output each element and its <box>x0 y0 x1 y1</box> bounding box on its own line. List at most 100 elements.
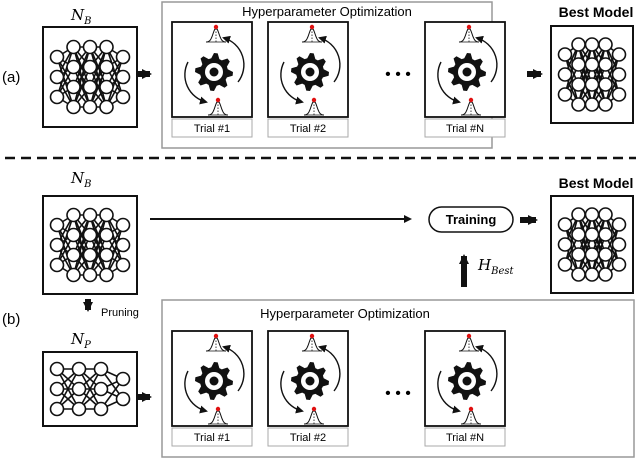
network-node <box>598 97 613 112</box>
network-node <box>584 207 600 222</box>
panel-b-network-label: NB <box>70 169 91 190</box>
network-node <box>611 257 627 272</box>
network-node <box>99 267 114 283</box>
network-edge <box>591 44 607 105</box>
panel-b: (b) NB Training HBest Best Model Pruning… <box>2 169 635 458</box>
network-edge <box>591 214 607 275</box>
network-edge <box>72 214 91 276</box>
network-node <box>49 237 65 253</box>
network-node <box>571 227 586 242</box>
sample-marker <box>468 97 474 103</box>
sample-marker <box>215 97 221 103</box>
cycle-arrow-left-icon <box>280 61 304 105</box>
network-node <box>611 237 627 252</box>
cycle-arrow-right-icon <box>222 344 245 392</box>
gear-hub <box>209 67 219 77</box>
panel-a-best-title: Best Model <box>559 4 634 20</box>
network-node <box>71 361 87 377</box>
cycle-arrow-left-icon <box>184 370 208 414</box>
network-node <box>557 237 573 252</box>
network-node <box>584 77 600 92</box>
network-node <box>598 207 613 222</box>
network-node <box>71 401 87 417</box>
network-node <box>99 59 114 75</box>
network-edge <box>564 214 580 265</box>
network-node <box>557 217 573 232</box>
panel-b-trial-1: Trial #1 <box>171 330 253 447</box>
training-box <box>428 206 514 233</box>
network-node <box>598 37 613 52</box>
cycle-arrow-right-icon <box>318 35 341 83</box>
network-node <box>115 69 131 85</box>
network-node <box>115 49 131 65</box>
network-edge <box>105 56 124 108</box>
network-node <box>571 37 586 52</box>
network-node <box>584 247 600 262</box>
panel-b-trial-2: Trial #2 <box>267 330 349 447</box>
panel-b-hpo-title: Hyperparameter Optimization <box>260 306 430 321</box>
network-edge <box>105 224 124 276</box>
network-node <box>82 59 98 75</box>
panel-a-network-label: NB <box>70 6 91 27</box>
trial-label-box <box>171 118 253 138</box>
sample-marker <box>213 24 219 30</box>
network-node <box>115 237 131 253</box>
network-node <box>584 267 600 282</box>
network-node <box>571 267 586 282</box>
cycle-arrow-left-icon <box>184 61 208 105</box>
sample-marker <box>311 406 317 412</box>
trial-label: Trial #1 <box>194 123 230 135</box>
gear-hub <box>462 376 472 386</box>
gear-hub <box>305 67 315 77</box>
network-node <box>598 247 613 262</box>
network-node <box>82 39 98 55</box>
network-edge <box>577 214 593 275</box>
network-node <box>99 227 114 243</box>
network-edge <box>56 214 75 266</box>
trial-label-box <box>424 118 506 138</box>
network-node <box>99 247 114 263</box>
network-node <box>584 37 600 52</box>
trial-label-box <box>424 427 506 447</box>
network-node <box>598 57 613 72</box>
gear-hub <box>462 67 472 77</box>
network-node <box>93 381 109 397</box>
pruned-network <box>42 351 138 427</box>
cycle-arrow-right-icon <box>475 344 498 392</box>
cycle-arrow-right-icon <box>222 35 245 83</box>
pruned-network-label: NP <box>70 330 91 351</box>
network-node <box>557 67 573 82</box>
network-node <box>66 79 81 95</box>
h-best-label: HBest <box>477 256 514 277</box>
trial-label: Trial #2 <box>290 123 326 135</box>
sample-marker <box>309 24 315 30</box>
network-node <box>93 401 109 417</box>
network-node <box>571 77 586 92</box>
network-node <box>598 267 613 282</box>
sample-marker <box>213 333 219 339</box>
network-edge <box>604 54 620 105</box>
network-node <box>99 79 114 95</box>
network-node <box>99 207 114 223</box>
network-node <box>571 247 586 262</box>
sample-marker <box>466 24 472 30</box>
network-node <box>71 381 87 397</box>
network-edge <box>56 46 75 98</box>
network-node <box>99 99 114 115</box>
network-node <box>49 217 65 233</box>
network-node <box>611 47 627 62</box>
panel-a-best-model <box>550 25 634 124</box>
network-node <box>66 227 81 243</box>
panel-a-label: (a) <box>2 69 20 86</box>
network-node <box>598 77 613 92</box>
network-node <box>49 381 65 397</box>
network-node <box>49 49 65 65</box>
panel-b-base-network <box>42 195 138 295</box>
panel-a-base-network <box>42 26 138 128</box>
network-edge <box>78 368 102 410</box>
sample-marker <box>468 406 474 412</box>
network-node <box>557 87 573 102</box>
cycle-arrow-left-icon <box>280 370 304 414</box>
network-node <box>611 217 627 232</box>
network-node <box>82 79 98 95</box>
